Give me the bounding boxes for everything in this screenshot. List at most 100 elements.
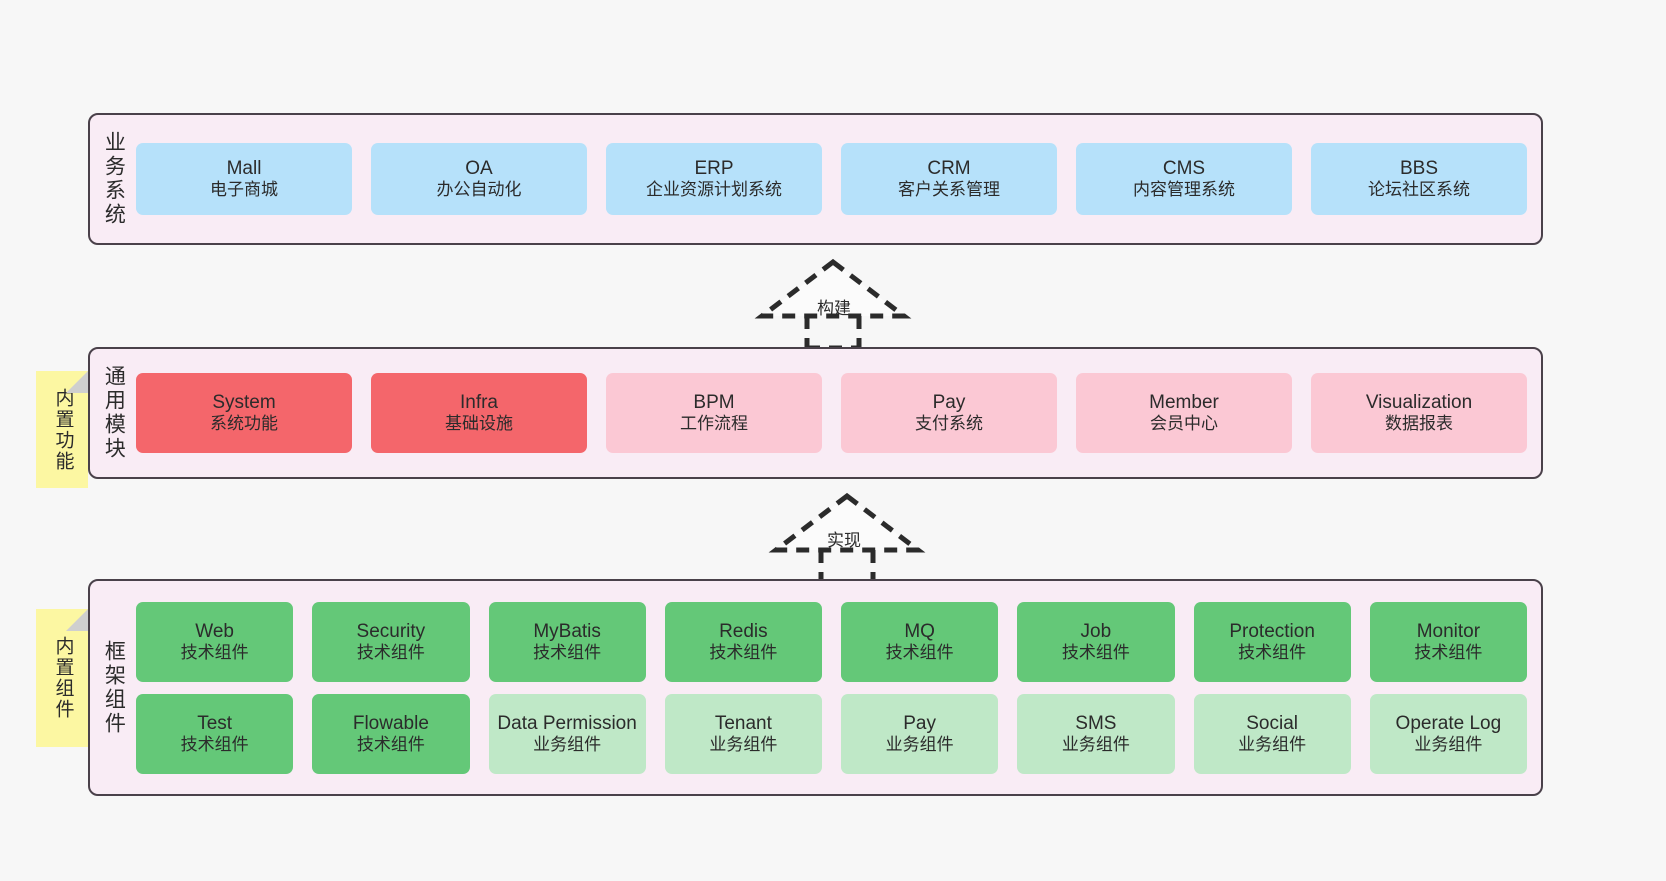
card-oa[interactable]: OA 办公自动化 bbox=[371, 143, 587, 215]
card-erp[interactable]: ERP 企业资源计划系统 bbox=[606, 143, 822, 215]
card-title: MyBatis bbox=[533, 620, 601, 642]
layer-business-systems: 业务系统 Mall 电子商城 OA 办公自动化 ERP 企业资源计划系统 CRM… bbox=[88, 113, 1543, 245]
card-subtitle: 业务组件 bbox=[1414, 734, 1483, 754]
card-title: Job bbox=[1080, 620, 1112, 642]
card-subtitle: 技术组件 bbox=[180, 642, 249, 662]
card-subtitle: 办公自动化 bbox=[436, 180, 522, 200]
card-title: Web bbox=[195, 620, 234, 642]
card-title: Member bbox=[1149, 392, 1219, 414]
card-mq[interactable]: MQ 技术组件 bbox=[841, 601, 999, 682]
card-subtitle: 内容管理系统 bbox=[1133, 180, 1235, 200]
card-title: Visualization bbox=[1365, 392, 1473, 414]
card-subtitle: 业务组件 bbox=[885, 734, 954, 754]
sticky-note-builtin-features: 内置功能 bbox=[36, 371, 88, 488]
card-monitor[interactable]: Monitor 技术组件 bbox=[1369, 601, 1527, 682]
arrow-label-implement: 实现 bbox=[827, 531, 861, 550]
card-title: Social bbox=[1246, 712, 1298, 734]
card-title: Security bbox=[356, 620, 426, 642]
card-title: Infra bbox=[459, 392, 499, 414]
card-sms[interactable]: SMS 业务组件 bbox=[1017, 693, 1175, 774]
card-pay-module[interactable]: Pay 支付系统 bbox=[841, 373, 1057, 453]
card-subtitle: 会员中心 bbox=[1150, 414, 1218, 434]
card-web[interactable]: Web 技术组件 bbox=[136, 601, 294, 682]
card-mall[interactable]: Mall 电子商城 bbox=[136, 143, 352, 215]
card-title: OA bbox=[465, 158, 493, 180]
arrow-head-triangle bbox=[754, 258, 912, 319]
card-flowable[interactable]: Flowable 技术组件 bbox=[312, 693, 470, 774]
card-member[interactable]: Member 会员中心 bbox=[1076, 373, 1292, 453]
card-title: Protection bbox=[1229, 620, 1315, 642]
card-infra[interactable]: Infra 基础设施 bbox=[371, 373, 587, 453]
card-subtitle: 业务组件 bbox=[709, 734, 778, 754]
card-security[interactable]: Security 技术组件 bbox=[312, 601, 470, 682]
layer-title-common-modules: 通用模块 bbox=[102, 365, 126, 461]
card-tenant[interactable]: Tenant 业务组件 bbox=[664, 693, 822, 774]
layer-title-business-systems: 业务系统 bbox=[102, 131, 126, 227]
card-subtitle: 业务组件 bbox=[1061, 734, 1130, 754]
card-title: Redis bbox=[719, 620, 768, 642]
card-visualization[interactable]: Visualization 数据报表 bbox=[1311, 373, 1527, 453]
card-test[interactable]: Test 技术组件 bbox=[136, 693, 294, 774]
card-pay-component[interactable]: Pay 业务组件 bbox=[841, 693, 999, 774]
card-job[interactable]: Job 技术组件 bbox=[1017, 601, 1175, 682]
card-subtitle: 支付系统 bbox=[915, 414, 983, 434]
card-data-permission[interactable]: Data Permission 业务组件 bbox=[488, 693, 646, 774]
card-bbs[interactable]: BBS 论坛社区系统 bbox=[1311, 143, 1527, 215]
card-title: CRM bbox=[927, 158, 971, 180]
card-operate-log[interactable]: Operate Log 业务组件 bbox=[1369, 693, 1527, 774]
card-subtitle: 技术组件 bbox=[356, 734, 425, 754]
card-crm[interactable]: CRM 客户关系管理 bbox=[841, 143, 1057, 215]
card-subtitle: 业务组件 bbox=[1238, 734, 1307, 754]
arrow-build: 构建 bbox=[754, 258, 912, 351]
card-title: Flowable bbox=[352, 712, 429, 734]
layer-framework-components: 框架组件 Web 技术组件 Security 技术组件 MyBatis 技术组件… bbox=[88, 579, 1543, 796]
card-cms[interactable]: CMS 内容管理系统 bbox=[1076, 143, 1292, 215]
layer-body-business-systems: Mall 电子商城 OA 办公自动化 ERP 企业资源计划系统 CRM 客户关系… bbox=[136, 115, 1541, 243]
card-subtitle: 技术组件 bbox=[1414, 642, 1483, 662]
card-row: Mall 电子商城 OA 办公自动化 ERP 企业资源计划系统 CRM 客户关系… bbox=[136, 143, 1527, 215]
card-title: SMS bbox=[1075, 712, 1117, 734]
card-title: Mall bbox=[226, 158, 262, 180]
card-title: MQ bbox=[904, 620, 935, 642]
card-title: Pay bbox=[903, 712, 936, 734]
arrow-label-build: 构建 bbox=[817, 299, 851, 318]
card-title: Operate Log bbox=[1395, 712, 1502, 734]
card-title: Monitor bbox=[1416, 620, 1481, 642]
card-title: System bbox=[212, 392, 276, 414]
card-subtitle: 技术组件 bbox=[1238, 642, 1307, 662]
layer-common-modules: 通用模块 System 系统功能 Infra 基础设施 BPM 工作流程 Pay… bbox=[88, 347, 1543, 479]
arrow-stem bbox=[818, 550, 876, 585]
card-row: Test 技术组件 Flowable 技术组件 Data Permission … bbox=[136, 693, 1527, 774]
sticky-note-builtin-components: 内置组件 bbox=[36, 609, 88, 747]
card-title: BBS bbox=[1399, 158, 1439, 180]
card-subtitle: 技术组件 bbox=[1061, 642, 1130, 662]
card-redis[interactable]: Redis 技术组件 bbox=[664, 601, 822, 682]
card-subtitle: 数据报表 bbox=[1385, 414, 1453, 434]
card-title: Pay bbox=[932, 392, 966, 414]
card-title: ERP bbox=[694, 158, 734, 180]
card-system[interactable]: System 系统功能 bbox=[136, 373, 352, 453]
card-subtitle: 基础设施 bbox=[445, 414, 513, 434]
card-protection[interactable]: Protection 技术组件 bbox=[1193, 601, 1351, 682]
card-mybatis[interactable]: MyBatis 技术组件 bbox=[488, 601, 646, 682]
card-subtitle: 工作流程 bbox=[680, 414, 748, 434]
card-subtitle: 电子商城 bbox=[210, 180, 278, 200]
card-title: Data Permission bbox=[497, 712, 637, 734]
card-subtitle: 技术组件 bbox=[180, 734, 249, 754]
layer-body-common-modules: System 系统功能 Infra 基础设施 BPM 工作流程 Pay 支付系统… bbox=[136, 349, 1541, 477]
card-bpm[interactable]: BPM 工作流程 bbox=[606, 373, 822, 453]
arrow-head-triangle bbox=[768, 492, 926, 553]
card-subtitle: 企业资源计划系统 bbox=[646, 180, 782, 200]
card-subtitle: 技术组件 bbox=[709, 642, 778, 662]
card-subtitle: 技术组件 bbox=[533, 642, 602, 662]
card-row: Web 技术组件 Security 技术组件 MyBatis 技术组件 Redi… bbox=[136, 601, 1527, 682]
layer-title-framework-components: 框架组件 bbox=[102, 639, 126, 736]
card-social[interactable]: Social 业务组件 bbox=[1193, 693, 1351, 774]
card-row: System 系统功能 Infra 基础设施 BPM 工作流程 Pay 支付系统… bbox=[136, 373, 1527, 453]
layer-body-framework-components: Web 技术组件 Security 技术组件 MyBatis 技术组件 Redi… bbox=[136, 581, 1541, 794]
card-title: CMS bbox=[1162, 158, 1206, 180]
card-subtitle: 技术组件 bbox=[885, 642, 954, 662]
arrow-implement: 实现 bbox=[768, 492, 926, 585]
card-title: Tenant bbox=[714, 712, 772, 734]
